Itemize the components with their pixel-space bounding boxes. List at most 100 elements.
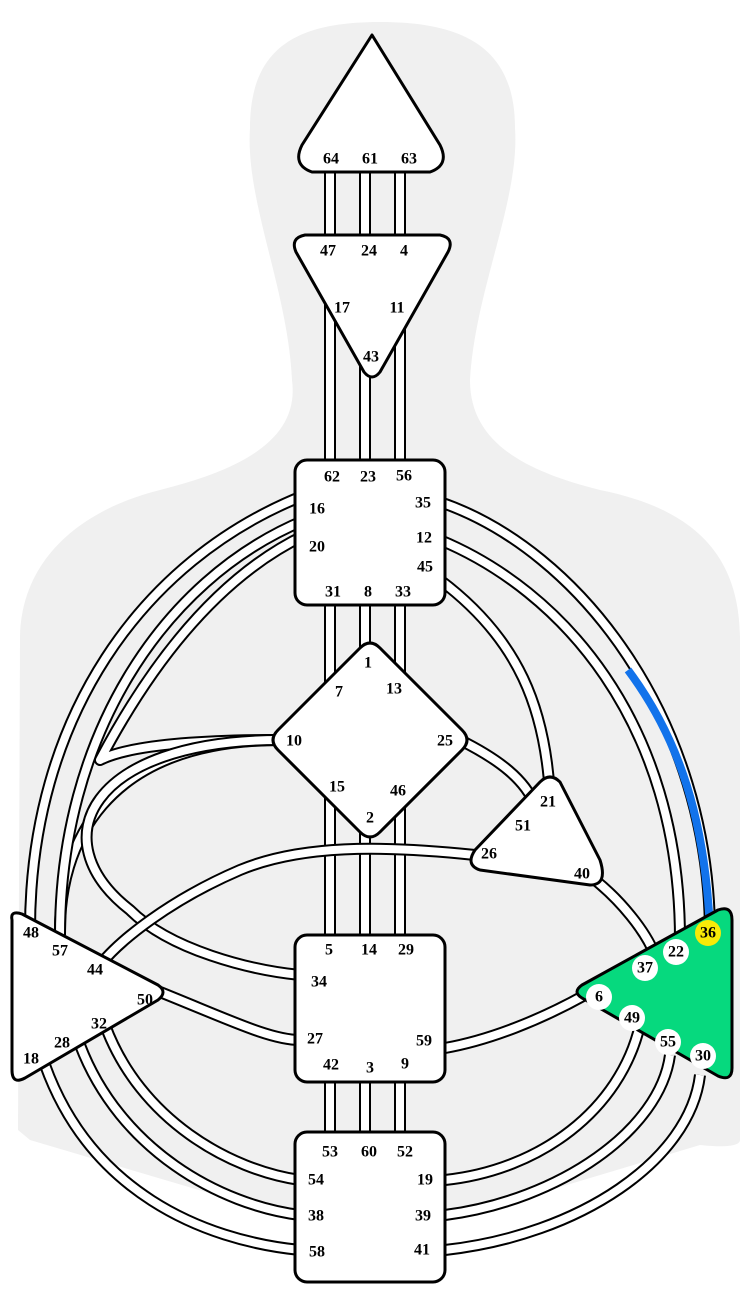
gate-17: 17 — [334, 300, 350, 317]
channel-fill — [438, 536, 684, 941]
gate-52: 52 — [397, 1144, 413, 1161]
gate-60: 60 — [361, 1144, 377, 1161]
channel-fill — [82, 736, 301, 979]
gate-5: 5 — [325, 942, 333, 959]
gate-19: 19 — [417, 1172, 433, 1189]
gate-34: 34 — [311, 974, 327, 991]
gate-53: 53 — [322, 1144, 338, 1161]
gate-23: 23 — [360, 469, 376, 486]
gate-64: 64 — [323, 151, 339, 168]
gate-24: 24 — [361, 243, 377, 260]
gate-28-label: 28 — [54, 1035, 70, 1052]
gate-8-label: 8 — [364, 584, 372, 601]
gate-45: 45 — [417, 559, 433, 576]
gate-8: 8 — [364, 584, 372, 601]
gate-61-label: 61 — [362, 151, 378, 168]
channel-35-36-active-segment — [624, 667, 714, 931]
channel-45-21 — [436, 575, 556, 796]
gate-40: 40 — [574, 866, 590, 883]
gate-2-label: 2 — [366, 810, 374, 827]
gate-46-label: 46 — [390, 783, 406, 800]
gate-63-label: 63 — [401, 151, 417, 168]
gate-37-bubble — [632, 955, 658, 981]
gate-55: 55 — [655, 1029, 681, 1055]
gate-57-label: 57 — [52, 943, 68, 960]
gate-22-label: 22 — [668, 944, 684, 961]
gate-50: 50 — [137, 992, 153, 1009]
gate-10-label: 10 — [286, 733, 302, 750]
gate-46: 46 — [390, 783, 406, 800]
gate-43: 43 — [363, 349, 379, 366]
gate-1-label: 1 — [364, 655, 372, 672]
gate-36-label: 36 — [700, 925, 716, 942]
channel-fill — [444, 1024, 644, 1184]
gate-24-label: 24 — [361, 243, 377, 260]
gate-59: 59 — [416, 1033, 432, 1050]
gate-47: 47 — [320, 243, 336, 260]
gate-48: 48 — [23, 925, 39, 942]
gate-54-label: 54 — [308, 1172, 324, 1189]
gate-3: 3 — [366, 1060, 374, 1077]
head-center — [297, 33, 445, 174]
channel-58-18 — [39, 1062, 301, 1256]
channel-fill — [26, 491, 307, 931]
gate-57: 57 — [52, 943, 68, 960]
gate-41: 41 — [414, 1242, 430, 1259]
gate-62-label: 62 — [324, 469, 340, 486]
gate-42: 42 — [323, 1057, 339, 1074]
gate-9: 9 — [401, 1056, 409, 1073]
gate-43-label: 43 — [363, 349, 379, 366]
gate-51-label: 51 — [515, 818, 531, 835]
gate-36: 36 — [695, 920, 721, 946]
gate-26-label: 26 — [481, 846, 497, 863]
gate-30-label: 30 — [695, 1048, 711, 1065]
gate-9-label: 9 — [401, 1056, 409, 1073]
gate-12: 12 — [416, 530, 432, 547]
channel-fill — [437, 576, 554, 796]
g-center — [271, 641, 469, 839]
gate-1: 1 — [364, 655, 372, 672]
gate-49-bubble — [619, 1005, 645, 1031]
heart-center — [469, 775, 604, 887]
gate-38-label: 38 — [308, 1208, 324, 1225]
gate-35-label: 35 — [415, 495, 431, 512]
gate-7-label: 7 — [335, 684, 343, 701]
channel-fill — [444, 1054, 674, 1219]
gate-25: 25 — [437, 733, 453, 750]
gate-18: 18 — [23, 1051, 39, 1068]
channel-41-30 — [444, 1074, 706, 1256]
gate-23-label: 23 — [360, 469, 376, 486]
gate-47-label: 47 — [320, 243, 336, 260]
gate-45-label: 45 — [417, 559, 433, 576]
gate-20-label: 20 — [309, 539, 325, 556]
gate-39: 39 — [415, 1208, 431, 1225]
gate-59-label: 59 — [416, 1033, 432, 1050]
gate-14: 14 — [361, 942, 377, 959]
gate-6-label: 6 — [595, 989, 603, 1006]
gate-40-label: 40 — [574, 866, 590, 883]
gate-29-label: 29 — [398, 942, 414, 959]
gate-41-label: 41 — [414, 1242, 430, 1259]
gate-27: 27 — [307, 1031, 323, 1048]
gate-4-label: 4 — [400, 243, 408, 260]
gate-34-label: 34 — [311, 974, 327, 991]
channel-19-49 — [444, 1023, 646, 1186]
ajna-center — [292, 233, 452, 379]
channel-20-57 — [54, 514, 308, 936]
gate-48-label: 48 — [23, 925, 39, 942]
channel-fill — [444, 991, 587, 1052]
gate-58: 58 — [309, 1244, 325, 1261]
gate-56: 56 — [396, 468, 412, 485]
gate-17-label: 17 — [334, 300, 350, 317]
gate-6-bubble — [586, 984, 612, 1010]
gate-18-label: 18 — [23, 1051, 39, 1068]
gate-22-bubble — [663, 939, 689, 965]
channel-12-22 — [437, 534, 686, 941]
gate-60-label: 60 — [361, 1144, 377, 1161]
channel-16-48 — [24, 489, 308, 931]
body-silhouette — [18, 22, 740, 1220]
gate-11: 11 — [389, 300, 404, 317]
gate-38: 38 — [308, 1208, 324, 1225]
gate-21: 21 — [540, 794, 556, 811]
